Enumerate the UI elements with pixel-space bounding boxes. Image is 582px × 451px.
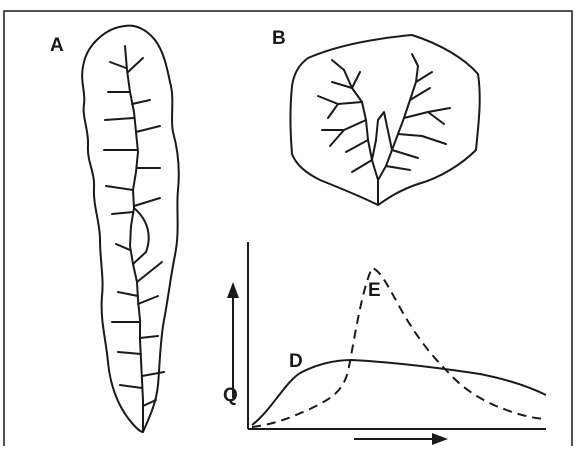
basin-a-tributary bbox=[132, 100, 150, 104]
basin-a-tributary bbox=[142, 372, 164, 376]
basin-b-tributary bbox=[404, 108, 450, 118]
q-axis-label: Q bbox=[223, 386, 238, 405]
basin-b-outlet-channel bbox=[344, 70, 378, 205]
basin-b-drainage bbox=[318, 54, 450, 205]
basin-b-tributary bbox=[330, 130, 344, 146]
basin-a bbox=[82, 26, 179, 432]
basin-a-tributary bbox=[118, 292, 138, 296]
basin-a-drainage bbox=[104, 46, 164, 432]
basin-b-tributary bbox=[398, 134, 446, 144]
basin-b-tributary bbox=[352, 72, 360, 88]
basin-b-tributary bbox=[416, 72, 432, 82]
basin-b-channel bbox=[378, 66, 418, 180]
basin-b-tributary bbox=[332, 60, 344, 70]
basin-a-label: A bbox=[50, 36, 64, 55]
basin-a-tributary bbox=[105, 118, 134, 120]
basin-a-tributary bbox=[128, 58, 143, 72]
basin-a-tributary bbox=[140, 336, 158, 338]
basin-a-tributary bbox=[112, 212, 133, 214]
basin-a-tributary bbox=[136, 126, 160, 132]
basin-a-tributary bbox=[138, 296, 158, 304]
basin-a-tributary bbox=[116, 244, 130, 250]
frame-border bbox=[4, 11, 572, 446]
basin-a-tributary bbox=[110, 62, 126, 68]
discharge-arrow-head bbox=[227, 282, 239, 298]
basin-b-tributary bbox=[346, 140, 368, 152]
basin-b-tributary bbox=[328, 104, 338, 118]
basin-a-tributary bbox=[134, 198, 160, 206]
basin-b-tributary bbox=[318, 96, 362, 104]
hydrograph-curve-e bbox=[252, 268, 546, 427]
basin-b-tributary bbox=[412, 54, 418, 66]
basin-a-tributary bbox=[106, 186, 133, 190]
basin-b-tributary bbox=[386, 166, 410, 170]
curve-e-label: E bbox=[368, 281, 381, 300]
curve-d-label: D bbox=[289, 352, 303, 371]
basin-a-tributary bbox=[118, 352, 141, 354]
time-arrow-head bbox=[432, 433, 448, 445]
basin-b-tributary bbox=[322, 120, 366, 130]
basin-b-tributary bbox=[352, 160, 372, 172]
hydrograph bbox=[227, 242, 546, 445]
basin-b-label: B bbox=[272, 29, 286, 48]
basin-a-tributary bbox=[137, 262, 162, 282]
basin-a-tributary bbox=[133, 208, 149, 264]
basin-b-tributary bbox=[428, 112, 444, 124]
basin-b bbox=[291, 35, 480, 205]
basin-a-tributary bbox=[120, 385, 142, 388]
basin-b-channel bbox=[372, 112, 392, 160]
basin-b-tributary bbox=[392, 150, 418, 158]
